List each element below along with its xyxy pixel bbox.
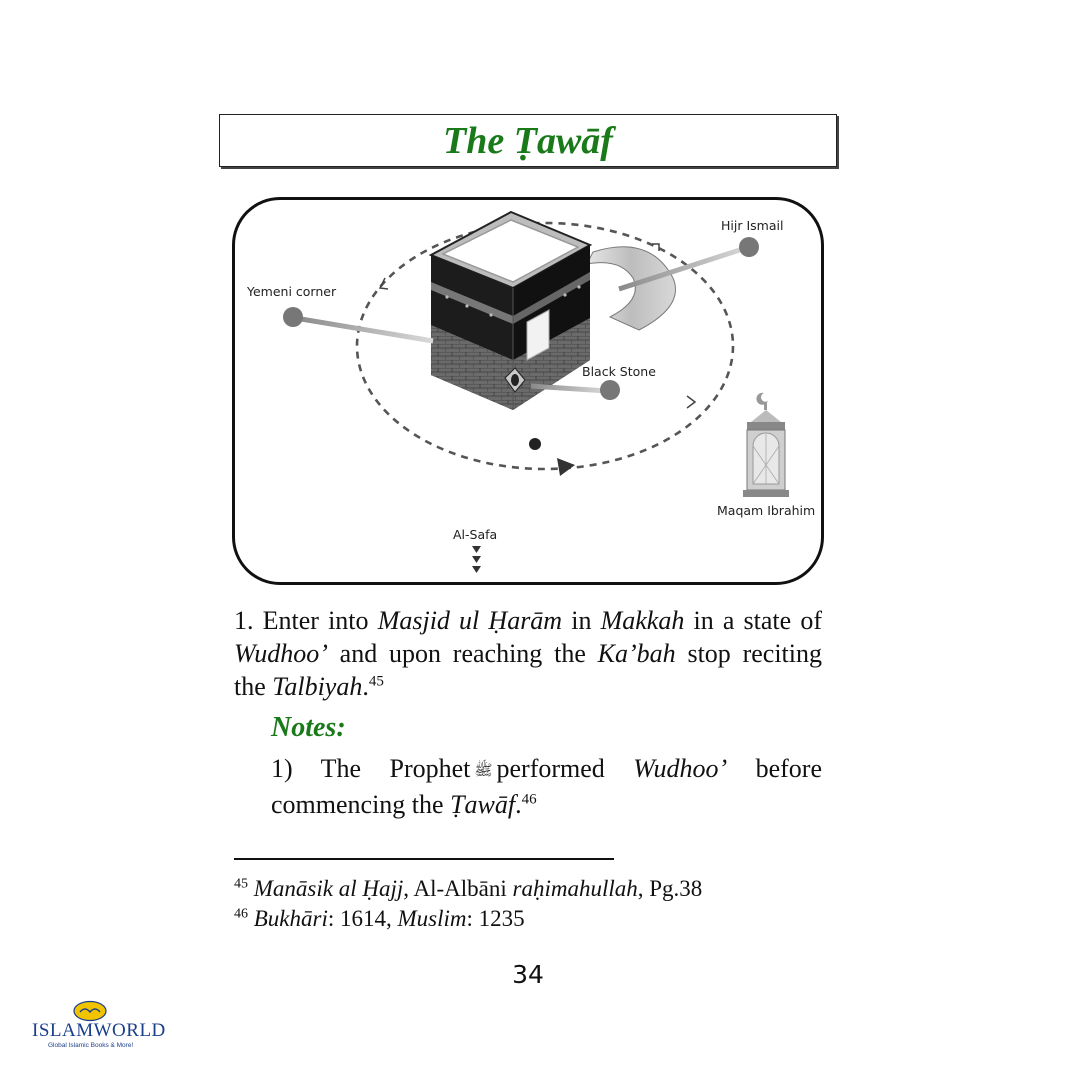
black-stone-label: Black Stone xyxy=(582,364,656,379)
yemeni-corner-label: Yemeni corner xyxy=(246,284,337,299)
maqam-ibrahim-icon xyxy=(743,392,789,497)
footnote-ref-46[interactable]: 46 xyxy=(521,791,537,808)
islamworld-logo: ISLAMWORLD Global Islamic Books & More! xyxy=(30,1000,165,1055)
notes-heading: Notes: xyxy=(271,712,346,743)
logo-wordmark: ISLAMWORLD xyxy=(32,1020,166,1041)
footnote-46: 46 Bukhāri: 1614, Muslim: 1235 xyxy=(234,906,525,931)
paragraph-step-1: 1. Enter into Masjid ul Ḥarām in Makkah … xyxy=(234,606,822,701)
black-stone-dot xyxy=(600,380,620,400)
kaaba xyxy=(428,210,593,410)
tawaf-diagram-svg: Hijr Ismail Yemeni corner Black Stone Ma… xyxy=(246,210,815,573)
kaaba-door xyxy=(526,309,550,361)
page-number: 34 xyxy=(512,960,544,989)
hijr-ismail-wall xyxy=(586,246,676,331)
al-safa-arrows xyxy=(472,546,481,573)
salawat-honorific-icon: ﷺ xyxy=(474,763,493,780)
logo-emblem-icon xyxy=(73,1000,107,1022)
direction-arrow-icon xyxy=(557,458,575,476)
start-point xyxy=(529,438,541,450)
footnote-divider xyxy=(234,858,614,860)
tawaf-diagram: Hijr Ismail Yemeni corner Black Stone Ma… xyxy=(232,197,824,585)
page-title: The Ṭawāf xyxy=(443,119,613,162)
direction-marker xyxy=(378,243,697,409)
yemeni-corner-dot xyxy=(283,307,303,327)
maqam-ibrahim-label: Maqam Ibrahim xyxy=(717,503,815,518)
hijr-ismail-label: Hijr Ismail xyxy=(721,218,783,233)
al-safa-label: Al-Safa xyxy=(453,527,497,542)
logo-tagline: Global Islamic Books & More! xyxy=(48,1042,134,1049)
footnote-ref-45[interactable]: 45 xyxy=(368,673,384,690)
title-box: The Ṭawāf xyxy=(219,114,837,167)
tawaf-path xyxy=(355,221,735,471)
footnote-45: 45 Manāsik al Ḥajj, Al-Albāni raḥimahull… xyxy=(234,876,703,901)
hijr-ismail-dot xyxy=(739,237,759,257)
pointer-lines xyxy=(294,244,750,394)
